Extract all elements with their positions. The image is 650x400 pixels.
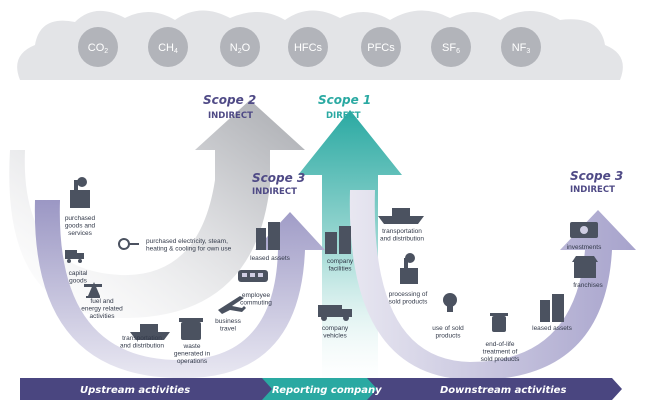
scope3-upstream-arrow: [34, 200, 325, 379]
company-truck-icon: [318, 305, 352, 321]
activity-label-franchises: franchises: [573, 282, 603, 289]
oil-pump-icon: [84, 282, 102, 298]
activity-label-leased-assets-down: leased assets: [532, 325, 572, 332]
bottom-bar: Upstream activities Reporting company Do…: [20, 378, 622, 400]
factory-icon: [70, 177, 90, 208]
gas-label: CH4: [158, 42, 178, 55]
ship-icon: [130, 324, 170, 340]
ship-downstream-icon: [378, 208, 424, 224]
lightbulb-icon: [443, 293, 457, 312]
gas-label: HFCs: [294, 42, 323, 54]
scope1-title: Scope 1: [318, 93, 371, 107]
gas-label: CO2: [88, 42, 109, 55]
scope3-downstream-sub: INDIRECT: [570, 185, 615, 195]
scope3-downstream-title: Scope 3: [570, 169, 623, 183]
company-building-icon: [325, 226, 351, 254]
factory-downstream-icon: [400, 253, 418, 284]
plane-icon: [218, 296, 246, 314]
activity-label-purchased-electricity: purchased electricity, steam,heating & c…: [146, 238, 232, 253]
buildings-icon: [256, 222, 280, 250]
scope1-sub: DIRECT: [326, 111, 361, 121]
gas-label: SF6: [442, 42, 460, 55]
money-icon: [570, 222, 598, 238]
waste-bin-icon: [179, 318, 203, 340]
upstream-activities-label: Upstream activities: [80, 385, 190, 396]
storefront-icon: [572, 256, 598, 278]
gas-circle-0: [78, 27, 118, 67]
reporting-company-label: Reporting company: [272, 385, 382, 396]
scope2-title: Scope 2: [203, 93, 256, 107]
gas-circle-4: [361, 27, 401, 67]
gas-label: NF3: [512, 42, 531, 55]
activity-label-investments: investments: [567, 244, 602, 251]
office-building-icon: [540, 294, 564, 322]
scope3-upstream-sub: INDIRECT: [252, 187, 297, 197]
scope3-downstream-arrow: [349, 190, 636, 380]
gas-circle-3: [288, 27, 328, 67]
gas-circle-1: [148, 27, 188, 67]
scope2-sub: INDIRECT: [208, 111, 253, 121]
scope3-upstream-title: Scope 3: [252, 171, 305, 185]
gas-label: PFCs: [367, 42, 395, 54]
plug-icon: [118, 238, 139, 250]
train-icon: [238, 270, 268, 282]
scope2-arrow: [9, 100, 305, 319]
gas-row: CO2 CH4 N2O HFCs PFCs SF6 NF3: [78, 27, 541, 67]
gas-circle-6: [501, 27, 541, 67]
gas-circle-5: [431, 27, 471, 67]
recycle-bin-icon: [490, 313, 508, 332]
activity-label-leased-assets-up: leased assets: [250, 255, 290, 262]
gas-circle-2: [220, 27, 260, 67]
gas-label: N2O: [230, 42, 251, 55]
downstream-activities-label: Downstream activities: [440, 385, 566, 396]
truck-icon: [65, 250, 84, 263]
